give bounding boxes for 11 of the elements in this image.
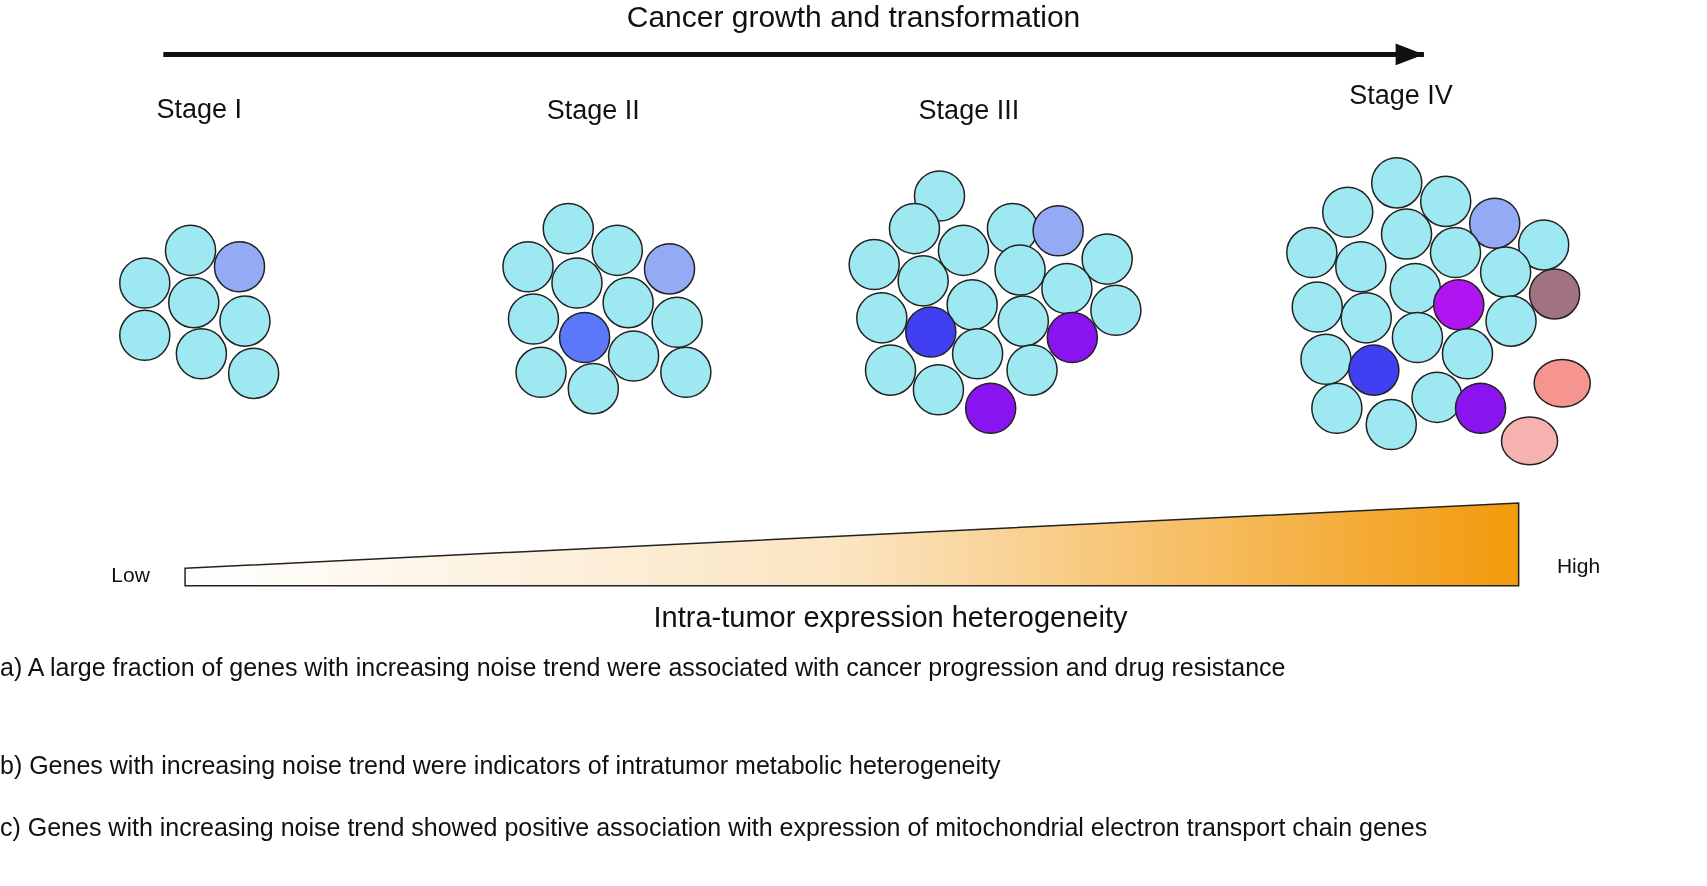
axis-label: Stage III <box>918 94 1020 126</box>
note-text: c) Genes with increasing noise trend showed positive association with expression of mitochondrial electron transport chain genes <box>0 812 1429 844</box>
axis-label: High <box>1556 554 1601 579</box>
diagram-title: Cancer growth and transformation <box>625 0 1082 34</box>
axis-label: Intra-tumor expression heterogeneity <box>653 600 1128 634</box>
axis-label: Low <box>111 562 150 587</box>
axis-label: Stage II <box>546 94 640 126</box>
axis-label: Stage IV <box>1349 79 1453 111</box>
note-text: a) A large fraction of genes with increasing noise trend were associated with cancer progression and drug resistance <box>0 653 1286 683</box>
note-text: b) Genes with increasing noise trend were indicators of intratumor metabolic heterogeneity <box>0 751 1001 781</box>
axis-label: Stage I <box>156 93 242 125</box>
